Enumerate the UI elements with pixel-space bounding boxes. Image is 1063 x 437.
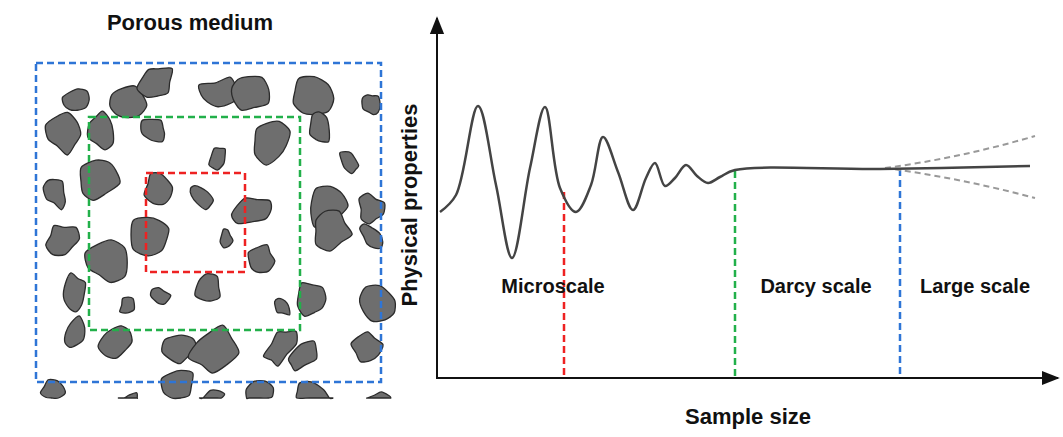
scale-label: Microscale xyxy=(501,276,604,296)
grain xyxy=(85,240,127,283)
grain xyxy=(65,316,85,348)
grain xyxy=(315,210,352,251)
grain xyxy=(232,198,272,224)
x-axis xyxy=(436,377,1058,379)
grain xyxy=(340,152,359,174)
large-sample-box xyxy=(36,63,381,382)
grain xyxy=(188,325,239,373)
grain xyxy=(45,112,80,155)
axis-label: Physical properties xyxy=(399,104,421,307)
grain xyxy=(62,89,89,111)
grain xyxy=(367,392,391,398)
grain-group xyxy=(40,68,395,399)
grain xyxy=(360,285,396,321)
grain xyxy=(246,381,274,399)
grain xyxy=(80,160,120,200)
grain xyxy=(275,298,290,315)
divergence-upper xyxy=(885,136,1035,168)
grain xyxy=(199,390,224,398)
grain xyxy=(150,288,170,305)
grain xyxy=(254,121,290,165)
grain xyxy=(161,370,193,398)
grain xyxy=(137,68,173,98)
grain xyxy=(351,332,383,362)
grain xyxy=(360,224,383,249)
grain xyxy=(296,381,333,398)
micro-sample-box xyxy=(146,173,245,272)
grain xyxy=(46,225,80,255)
darcy-sample-box xyxy=(89,117,300,330)
grain xyxy=(144,173,173,205)
grain xyxy=(131,217,169,256)
darcy-scale-line xyxy=(734,171,737,377)
grain xyxy=(297,283,326,317)
grain xyxy=(248,245,275,273)
grain xyxy=(293,76,334,114)
large-scale-line xyxy=(899,169,902,377)
panel-title: Porous medium xyxy=(107,12,273,34)
property-curve xyxy=(440,106,1030,258)
y-axis xyxy=(436,18,438,379)
grain xyxy=(209,148,226,170)
divergence-lower xyxy=(885,168,1035,198)
axis-label: Sample size xyxy=(685,406,811,428)
grain xyxy=(141,119,165,141)
grain xyxy=(43,180,65,210)
grain xyxy=(232,76,270,110)
scale-label: Large scale xyxy=(920,276,1030,296)
grain xyxy=(190,186,213,210)
grain xyxy=(288,341,317,371)
grain xyxy=(310,112,330,142)
scale-label: Darcy scale xyxy=(760,276,871,296)
grain xyxy=(63,273,85,312)
grain xyxy=(362,95,380,115)
grain xyxy=(220,229,233,248)
grain xyxy=(195,274,220,301)
grain xyxy=(118,393,137,399)
grain xyxy=(120,297,135,313)
